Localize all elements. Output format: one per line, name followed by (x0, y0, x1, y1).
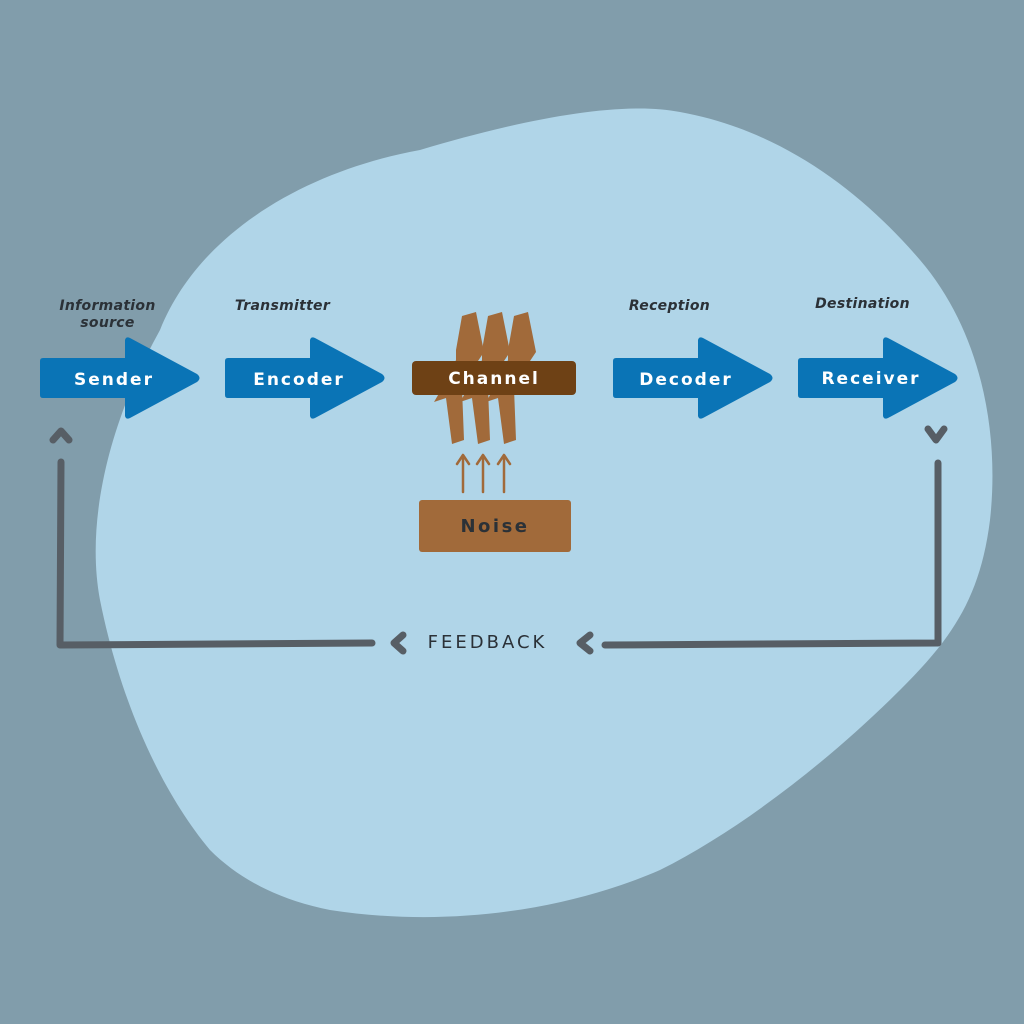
chevron-down-icon (924, 425, 948, 444)
chevron-left-icon (576, 631, 594, 655)
noise-box (419, 500, 571, 552)
arrow-up-icon (496, 453, 512, 494)
arrow-receiver (798, 337, 958, 419)
arrow-sender (40, 337, 200, 419)
node-sender: Sender (74, 370, 154, 390)
arrow-up-icon (455, 453, 471, 494)
noise-label: Noise (460, 516, 530, 537)
feedback-label: FEEDBACK (427, 632, 548, 653)
chevron-up-icon (49, 427, 73, 444)
stage-label-encoder: Transmitter (234, 298, 331, 314)
noise-arrows (455, 453, 512, 494)
stage-label-decoder: Reception (628, 298, 711, 314)
arrow-encoder (225, 337, 385, 419)
stage-label-sender: Information source (59, 298, 156, 331)
arrow-decoder (613, 337, 773, 419)
chevron-left-icon (390, 631, 407, 655)
node-channel: Channel (448, 369, 540, 389)
node-encoder: Encoder (253, 370, 345, 390)
feedback-line-right (601, 459, 942, 649)
feedback-loop (49, 425, 948, 655)
node-decoder: Decoder (639, 370, 733, 390)
stage-label-receiver: Destination (815, 296, 910, 312)
arrow-up-icon (475, 453, 491, 494)
node-receiver: Receiver (821, 369, 921, 389)
feedback-line-left (56, 458, 376, 649)
channel-box (412, 361, 576, 395)
